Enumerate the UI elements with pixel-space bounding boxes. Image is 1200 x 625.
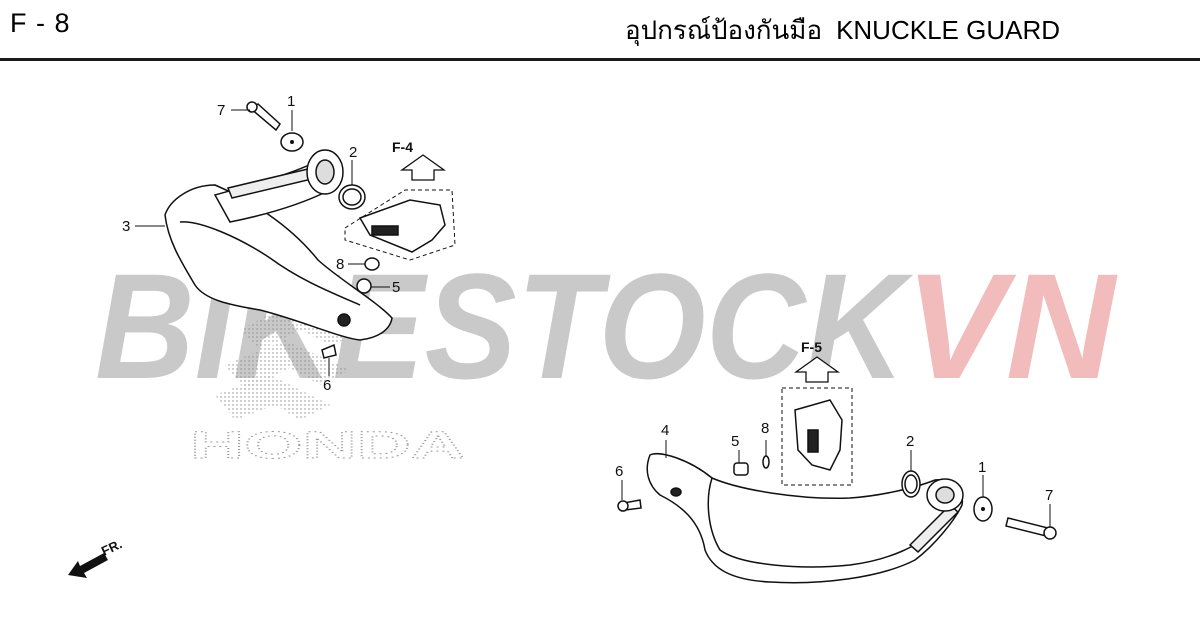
lower-leaders <box>621 440 1051 527</box>
washer-ring-upper <box>364 257 380 271</box>
guard-right-bore <box>935 486 955 504</box>
nut-lower <box>733 462 749 476</box>
guard-left-contour <box>179 221 361 306</box>
ref-box-lower <box>781 387 853 486</box>
callout-upper-8: 8 <box>336 256 344 273</box>
callout-lower-5: 5 <box>731 433 739 450</box>
callout-upper-3: 3 <box>122 218 130 235</box>
header-divider <box>0 58 1200 61</box>
callout-lower-4: 4 <box>661 422 669 439</box>
collar-ring-lower-inner <box>904 474 918 494</box>
bracket-lower-slot <box>807 429 819 453</box>
honda-wing-mid <box>225 340 350 390</box>
callout-lower-7: 7 <box>1045 487 1053 504</box>
title-thai: อุปกรณ์ป้องกันมือ <box>625 15 823 45</box>
arrow-up-icon-lower <box>793 356 841 383</box>
guard-left-fastener <box>337 313 351 327</box>
callout-lower-6: 6 <box>615 463 623 480</box>
bracket-upper <box>358 199 446 253</box>
guard-left-bore <box>315 159 335 185</box>
page-code: F - 8 <box>10 8 71 38</box>
callout-upper-5: 5 <box>392 279 400 296</box>
washer-ring-lower <box>762 455 770 469</box>
guard-right-slot <box>908 503 960 554</box>
screw-upper <box>321 343 337 359</box>
callout-upper-7: 7 <box>217 102 225 119</box>
title-english: KNUCKLE GUARD <box>836 15 1060 45</box>
callout-lower-8: 8 <box>761 420 769 437</box>
bolt-lower <box>1005 517 1049 537</box>
upper-assembly <box>164 101 456 359</box>
guard-right-fastener <box>670 487 682 497</box>
nut-upper <box>356 278 372 294</box>
lower-assembly <box>617 387 1057 584</box>
arrow-up-icon <box>399 154 447 181</box>
callout-upper-6: 6 <box>323 377 331 394</box>
collar-ring-upper-inner <box>342 188 362 206</box>
callout-upper-2: 2 <box>349 144 357 161</box>
watermark-accent-text: VN <box>905 242 1118 410</box>
honda-wordmark: HONDA <box>190 425 465 467</box>
callout-lower-1: 1 <box>978 459 986 476</box>
header: F - 8 อุปกรณ์ป้องกันมือ KNUCKLE GUARD <box>0 0 1200 61</box>
arrow-front-icon <box>68 553 108 578</box>
page-title: อุปกรณ์ป้องกันมือ KNUCKLE GUARD <box>625 10 1060 51</box>
callout-lower-2: 2 <box>906 433 914 450</box>
knuckle-guard-right <box>646 453 964 584</box>
guard-right-contour <box>707 477 936 568</box>
callout-upper-1: 1 <box>287 93 295 110</box>
upper-leaders <box>135 109 390 376</box>
screw-lower-head <box>617 500 629 512</box>
bracket-upper-slot <box>371 225 399 236</box>
bolt-lower-head <box>1043 526 1057 540</box>
ref-upper: F-4 <box>392 139 413 155</box>
front-direction-indicator: FR. <box>68 536 124 578</box>
ref-box-upper <box>344 189 456 261</box>
ref-lower: F-5 <box>801 339 822 355</box>
watermark: BIKESTOCK VN <box>95 242 1118 410</box>
honda-wing-low <box>215 375 330 420</box>
front-label: FR. <box>99 536 124 558</box>
